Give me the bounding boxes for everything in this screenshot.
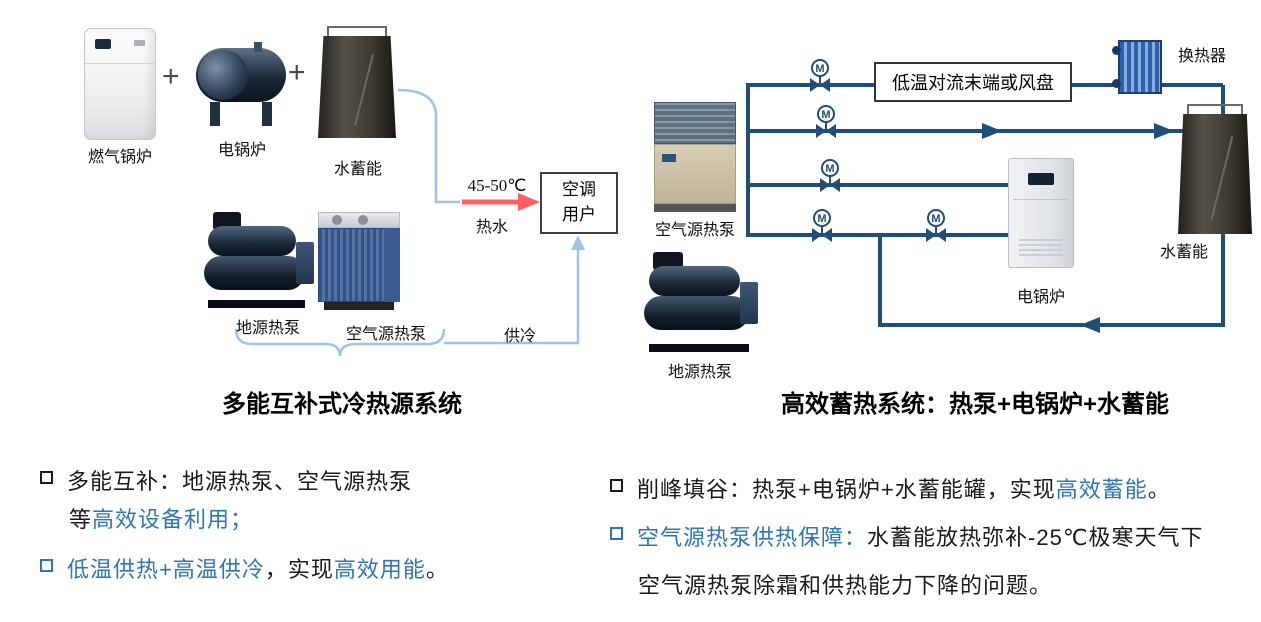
air-source-heat-pump-label: 空气源热泵 [345, 326, 427, 343]
valve-motor-label: M [931, 213, 940, 225]
low-temp-terminal-label: 低温对流末端或风盘 [892, 73, 1054, 93]
air-source-heat-pump-image [318, 212, 400, 310]
unit-logo [662, 154, 676, 162]
nozzle-icon [1112, 79, 1121, 88]
cooling-line [444, 248, 580, 345]
hot-water-arrow-icon [462, 193, 540, 211]
bullet-left-1-line-2: 等 高效设备利用； [69, 502, 253, 534]
fan-icon [332, 215, 342, 225]
left-diagram-title: 多能互补式冷热源系统 [222, 391, 462, 418]
bullet-text-highlight: 高效设备利用； [92, 507, 254, 532]
hot-water-label: 热水 [475, 219, 509, 236]
bullet-right-2-line-1: 空气源热泵供热保障： 水蓄能放热弥补-25℃极寒天气下 [610, 520, 1204, 552]
pipe-network [746, 83, 1225, 333]
tank-railing [327, 26, 387, 36]
left-connectors [234, 88, 585, 357]
ground-source-heat-pump-image [204, 212, 314, 308]
electric-boiler-label-right: 电锅炉 [1016, 289, 1066, 306]
bullet-square-icon [40, 471, 53, 484]
bullet-text-highlight: 高效蓄能 [1055, 477, 1148, 502]
electric-boiler-label: 电锅炉 [217, 142, 267, 159]
brace-under-heat-pumps [234, 328, 446, 357]
plus-sign: + [162, 60, 180, 93]
water-storage-tank-image-right [1178, 104, 1252, 234]
ground-source-heat-pump-label: 地源热泵 [235, 320, 301, 337]
valve-motor-label: M [815, 63, 824, 75]
valve-motor-label: M [817, 213, 826, 225]
valve-motorized-3: M [820, 159, 840, 192]
valve-motorized-4: M [812, 209, 832, 242]
low-temp-terminal-box: 低温对流末端或风盘 [874, 62, 1072, 102]
bullet-right-2-line-2: 空气源热泵除霜和供热能力下降的问题。 [638, 568, 1052, 600]
bullet-left-1-line-1: 多能互补：地源热泵、空气源热泵 [40, 464, 412, 496]
gas-boiler-logo [134, 40, 145, 46]
right-diagram-title: 高效蓄热系统：热泵+电锅炉+水蓄能 [780, 391, 1170, 418]
ground-source-heat-pump-label-right: 地源热泵 [667, 364, 733, 381]
water-storage-label-right: 水蓄能 [1159, 244, 1209, 261]
hot-water-temperature-label: 45-50℃ [467, 176, 527, 195]
bullet-text: 水蓄能放热弥补-25℃极寒天气下 [867, 525, 1204, 550]
fan-icon [358, 215, 368, 225]
bullet-left-2: 低温供热+高温供冷 ，实现 高效用能 。 [40, 552, 449, 584]
ac-user-line2: 用户 [562, 205, 596, 224]
valve-motorized-5: M [926, 209, 946, 242]
bullet-text-highlight: 高效用能 [333, 557, 426, 582]
ac-user-box: 空调 用户 [540, 172, 618, 234]
air-source-heat-pump-label-right: 空气源热泵 [654, 222, 736, 239]
tank-railing [1186, 104, 1244, 114]
electric-boiler-cabinet-image [1008, 158, 1074, 268]
heat-exchanger-label: 换热器 [1177, 48, 1227, 65]
bullet-text: 削峰填谷：热泵+电锅炉+水蓄能罐，实现 [637, 477, 1056, 502]
nozzle-icon [1112, 46, 1121, 55]
flow-arrow-left-icon [1080, 317, 1100, 333]
bullet-text: 。 [425, 557, 449, 582]
valve-motor-label: M [821, 109, 830, 121]
cooling-supply-label: 供冷 [503, 328, 537, 345]
cooling-arrow-up-icon [571, 235, 585, 250]
plus-sign: + [288, 56, 306, 89]
bullet-square-icon [610, 479, 623, 492]
bullet-text: 空气源热泵除霜和供热能力下降的问题。 [638, 573, 1053, 598]
valve-motor-label: M [825, 163, 834, 175]
cabinet-vents [1019, 239, 1063, 257]
bullet-text: ，实现 [264, 557, 334, 582]
bullet-text: 。 [1147, 477, 1171, 502]
bullet-text: 等 [69, 507, 93, 532]
flow-arrow-right-icon [982, 123, 1002, 139]
water-storage-tank-image [318, 26, 396, 138]
flow-arrow-right-icon [1154, 123, 1174, 139]
heat-exchanger-image [1112, 36, 1168, 98]
bullet-text-highlight: 低温供热+高温供冷 [67, 557, 265, 582]
ac-user-line1: 空调 [562, 180, 596, 200]
water-storage-label: 水蓄能 [333, 161, 383, 178]
gas-boiler-label: 燃气锅炉 [87, 149, 153, 166]
bullet-text: 多能互补：地源热泵、空气源热泵 [67, 469, 413, 494]
cabinet-display [1028, 173, 1054, 185]
gas-boiler-image [84, 28, 156, 140]
bullet-square-icon [40, 559, 53, 572]
bullet-right-1: 削峰填谷：热泵+电锅炉+水蓄能罐，实现 高效蓄能 。 [610, 472, 1171, 504]
air-source-heat-pump-image-right [654, 102, 736, 212]
gas-boiler-display [95, 39, 111, 49]
electric-boiler-image [196, 42, 286, 126]
valve-motorized-2: M [816, 105, 836, 138]
bullet-text-highlight: 空气源热泵供热保障： [637, 525, 868, 550]
bullet-square-icon [610, 527, 623, 540]
ground-source-heat-pump-image-right [644, 252, 758, 352]
valve-motorized-1: M [810, 59, 830, 92]
gas-boiler-body [84, 28, 156, 140]
